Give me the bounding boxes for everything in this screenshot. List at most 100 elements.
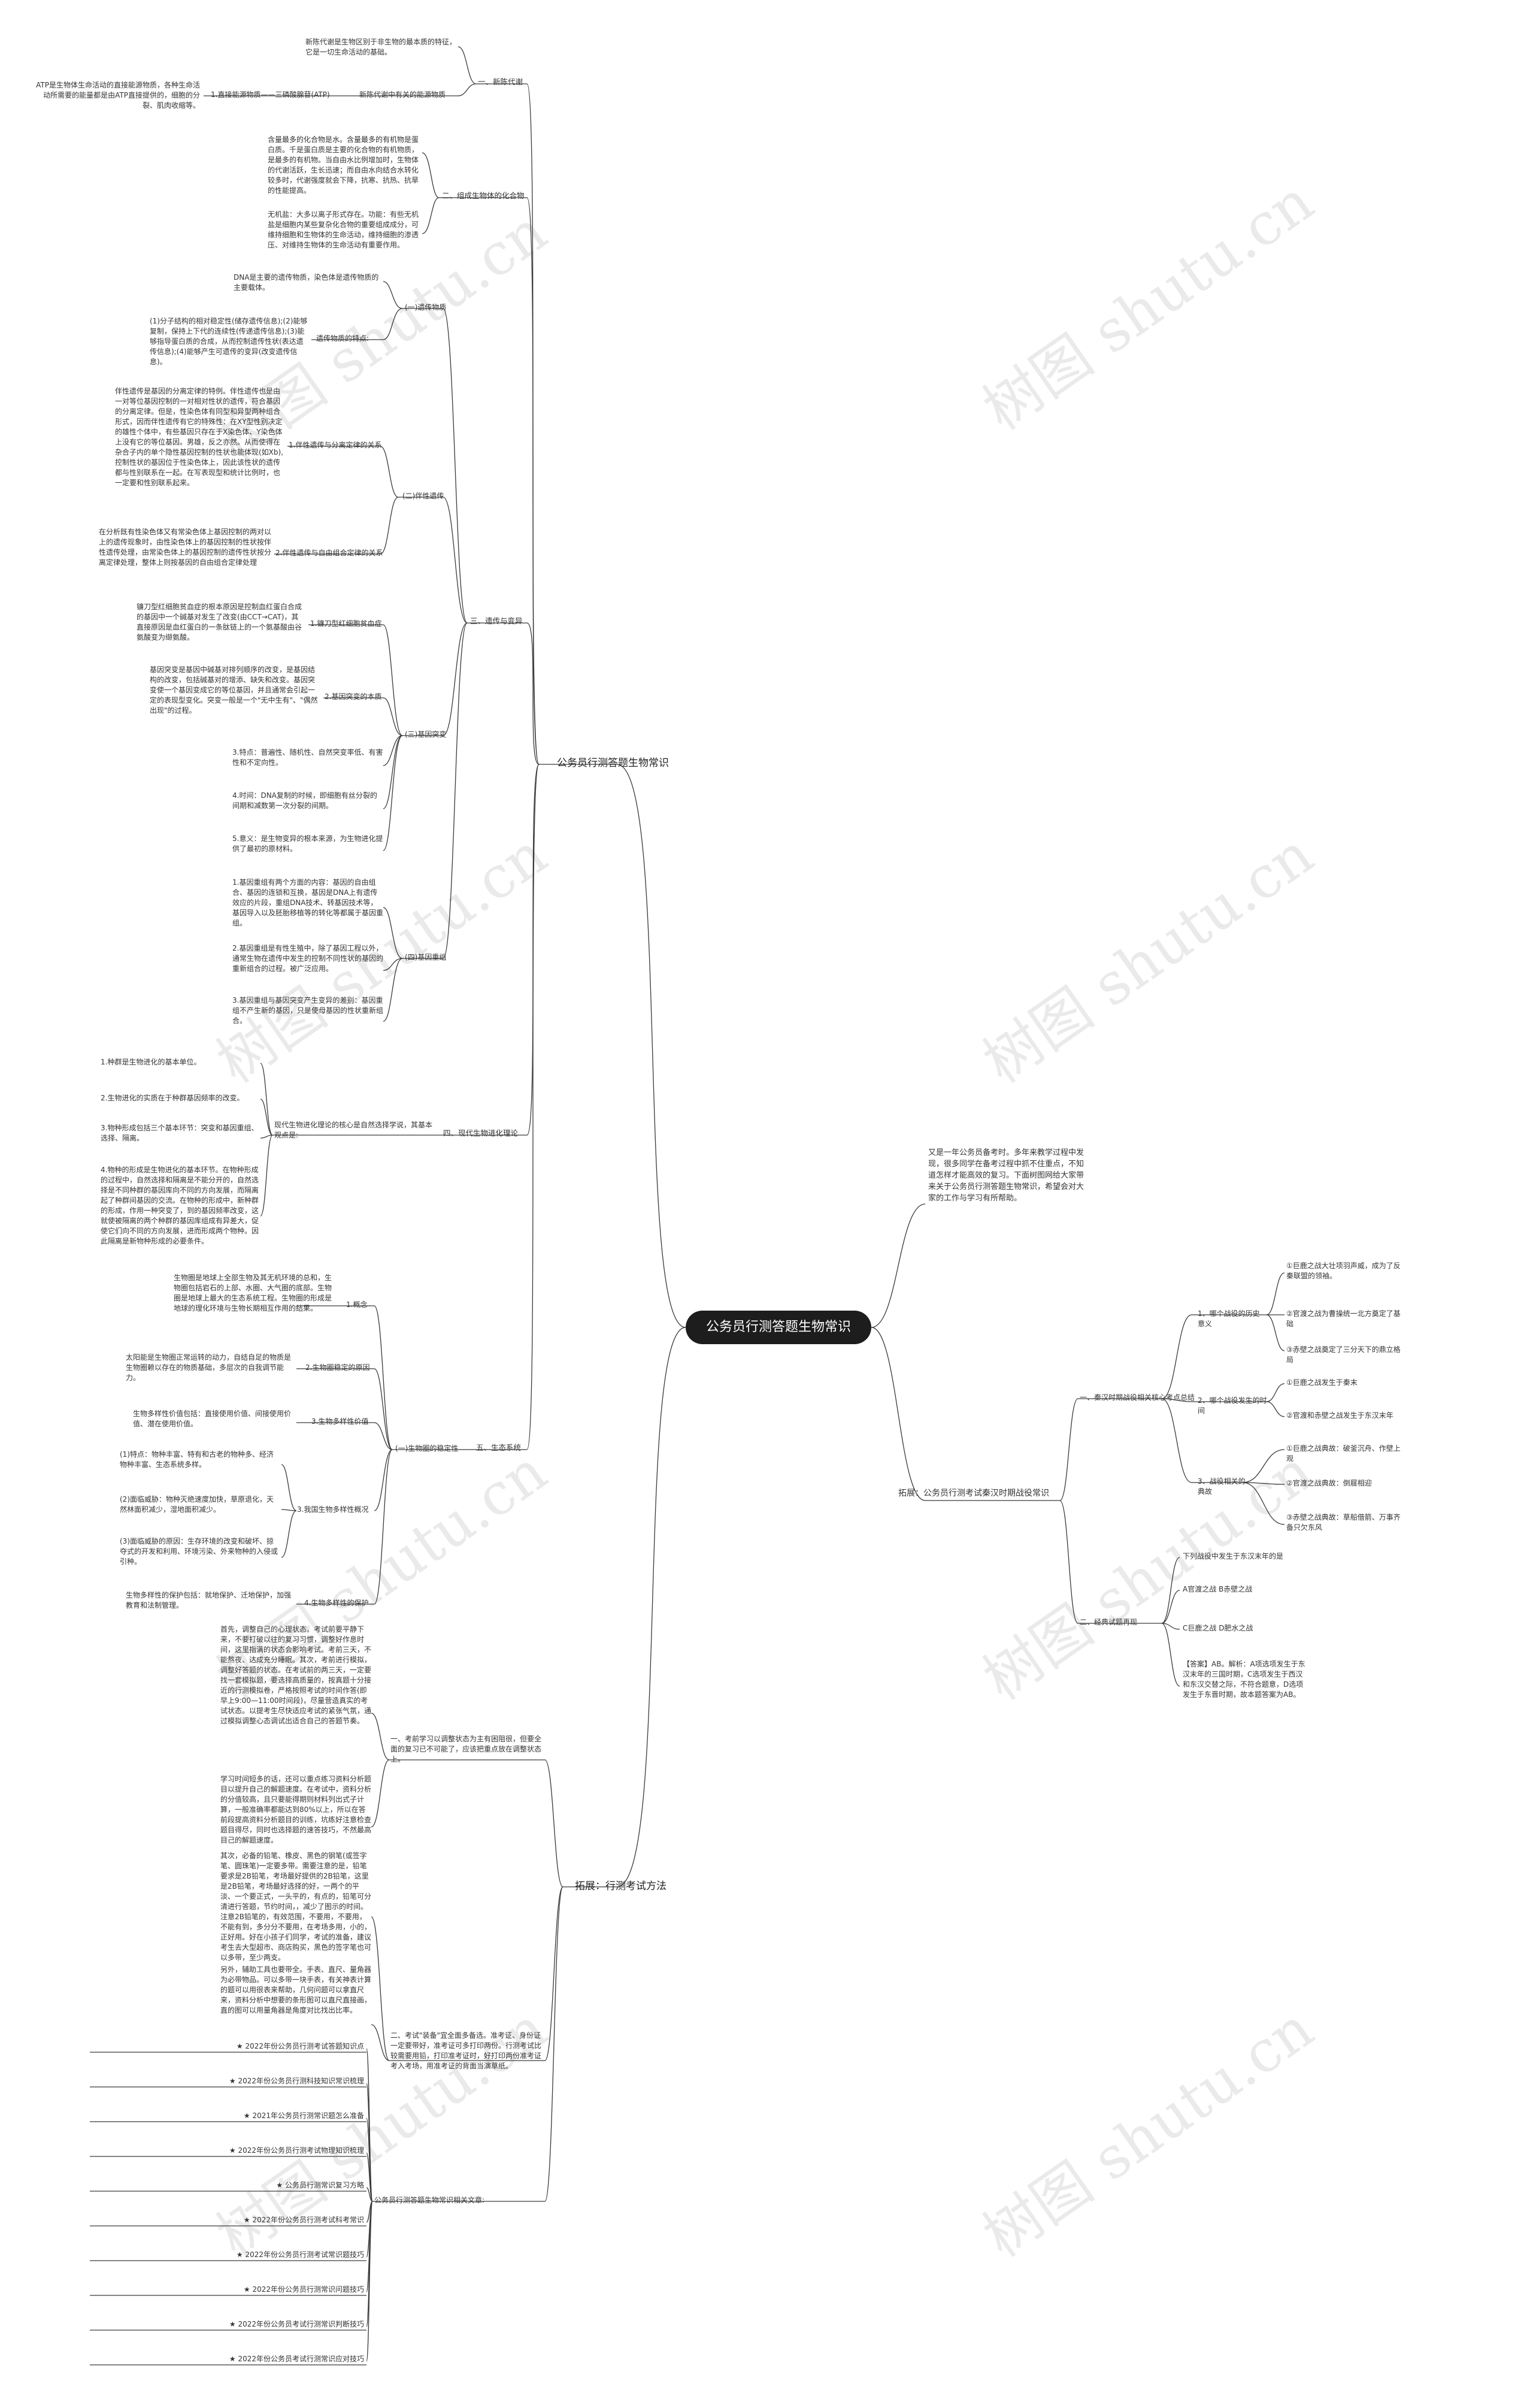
note-china-threats: (2)面临威胁：物种灭绝速度加快，草原退化，天然林面积减少，湿地面积减少。 [120,1495,274,1514]
edge [366,2201,373,2362]
edge [1266,1401,1285,1417]
note-evolution-4: 4.物种的形成是生物进化的基本环节。在物种形成的过程中，自然选择和隔离是不能分开… [101,1166,259,1245]
branch-exam-methods[interactable]: 拓展：行测考试方法 [575,1880,666,1892]
note-auxiliary-tools: 另外，辅助工具也要带全。手表、直尺、量角器为必带物品。可以多带一块手表，有关神表… [220,1965,372,2014]
branch-qin-han-battles[interactable]: 拓展：公务员行测考试秦汉时期战役常识 [898,1489,1049,1498]
note-evolution-3: 3.物种形成包括三个基本环节：突变和基因重组、选择、隔离。 [101,1124,259,1142]
edge [371,1759,390,1828]
edge [1161,1314,1192,1399]
related-article-item[interactable]: ★ 2022年份公务员行测考试答题知识点 [236,2042,364,2050]
edge [371,2024,390,2061]
note-recombination-difference: 3.基因重组与基因突变产生变异的差别：基因重组不产生新的基因，只是使母基因的性状… [232,996,384,1025]
related-article-item[interactable]: ★ 2022年份公务员行测科技知识常识梳理 [229,2077,364,2085]
edge [616,764,686,1328]
edge [422,152,440,198]
topic-metabolism[interactable]: 一、新陈代谢 [478,77,523,86]
note-sickle-cell-detail: 镰刀型红细胞贫血症的根本原因是控制血红蛋白合成的基因中一个碱基对发生了改变(由C… [137,603,302,642]
group-genetic-material[interactable]: (一)遗传物质 [405,303,447,311]
answer-time-1: ①巨鹿之战发生于秦末 [1286,1378,1358,1387]
group-biosphere-stability[interactable]: (一)生物圈的稳定性 [395,1444,459,1453]
related-article-item[interactable]: ★ 2022年份公务员考试行测常识应对技巧 [229,2355,364,2363]
note-china-threat-reasons: (3)面临威胁的原因：生存环境的改变和破坏、掠夺式的开发和利用、环境污染、外来物… [120,1537,278,1566]
topic-ecosystem[interactable]: 五、生态系统 [476,1443,522,1452]
note-energy-substance: 新陈代谢中有关的能源物质 [359,90,446,99]
root-topic[interactable]: 公务员行测答题生物常识 [686,1311,871,1344]
edge [871,1203,926,1328]
edge [383,735,403,851]
answer-allusion-2: ②官渡之战典故：倒屣相迎 [1286,1479,1372,1487]
branch-biology-knowledge[interactable]: 公务员行测答题生物常识 [557,757,669,769]
edge [443,308,468,624]
note-sex-linked-combination-detail: 在分析既有性染色体又有常染色体上基因控制的两对以上的遗传现象时，由性染色体上的基… [99,528,272,567]
related-article-item[interactable]: ★ 2021年公务员行测常识题怎么准备 [243,2111,364,2120]
edge [871,1327,926,1501]
note-dna: DNA是主要的遗传物质，染色体是遗传物质的主要载体。 [234,273,379,292]
edge [281,1464,297,1511]
edge [374,1368,393,1450]
note-biodiversity-value: 3.生物多样性价值 [311,1417,369,1426]
edge [1266,1383,1285,1402]
related-article-item[interactable]: ★ 2022年份公务员行测考试科考常识 [243,2216,364,2224]
edge [383,624,403,736]
edge [383,697,403,736]
question-option-ab: A官渡之战 B赤壁之战 [1183,1585,1253,1593]
edge [374,1422,393,1450]
note-concept: 1.概念 [346,1300,368,1309]
edge [374,1449,393,1605]
edge [1266,1314,1285,1351]
edge [366,2187,373,2202]
topic-core-points[interactable]: 一、秦汉时期战役相关核心考点总结 [1080,1393,1195,1402]
edge [380,446,399,498]
related-article-item[interactable]: ★ 2022年份公务员行测考试常识题技巧 [236,2250,364,2259]
edge [1242,1482,1285,1525]
related-article-item[interactable]: ★ 2022年份公务员考试行测常识判断技巧 [229,2320,364,2328]
note-evolution-2: 2.生物进化的实质在于种群基因频率的改变。 [101,1094,244,1102]
note-inorganic-salt: 无机盐：大多以离子形式存在。功能：有些无机盐是细胞内某些复杂化合物的重要组成成分… [268,210,419,249]
group-gene-recombination[interactable]: (四)基因重组 [405,953,447,961]
answer-significance-2: ②官渡之战为曹操统一北方奠定了基础 [1286,1309,1401,1328]
note-atp: 1.直接能源物质——三磷酸腺苷(ATP) [211,90,330,99]
topic-compounds[interactable]: 二、组成生物体的化合物 [442,191,525,200]
topic-related-articles[interactable]: 公务员行测答题生物常识相关文章: [374,2196,485,2204]
note-biodiversity-value-detail: 生物多样性价值包括：直接使用价值、间接使用价值、潜在使用价值。 [133,1409,292,1428]
answer-significance-3: ③赤壁之战奠定了三分天下的鼎立格局 [1286,1345,1401,1364]
topic-classic-question[interactable]: 二、经典试题再现 [1080,1618,1138,1626]
topic-heredity-variation[interactable]: 三、遗传与变异 [470,616,523,625]
edge [1059,1398,1078,1501]
topic-evolution-theory[interactable]: 四、现代生物进化理论 [443,1129,519,1138]
question-time[interactable]: 2、哪个战役发生的时间 [1198,1396,1267,1415]
topic-exam-equipment[interactable]: 二、考试"装备"宜全面多备选。准考证、身份证一定要带好，准考证可多打印两份。行测… [390,2031,542,2070]
intro-text: 又是一年公务员备考时。多年来教学过程中发现，很多同学在备考过程中抓不住重点，不知… [928,1148,1084,1203]
edge [1242,1449,1285,1483]
answer-allusion-1: ①巨鹿之战典故：破釜沉舟、作壁上观 [1286,1444,1401,1463]
edge [616,1327,686,1887]
note-sex-linked-separation: 1.伴性遗传与分离定律的关系 [289,441,382,449]
group-gene-mutation[interactable]: (三)基因突变 [405,730,447,739]
note-biodiversity-protection: 4.生物多样性的保护 [304,1599,369,1607]
group-sex-linked[interactable]: (二)伴性遗传 [402,492,444,500]
edge [1161,1398,1192,1402]
edge [383,735,403,766]
note-mutation-features: 3.特点：普遍性、随机性、自然突变率低、有害性和不定向性。 [232,748,383,767]
note-evolution-1: 1.种群是生物进化的基本单位。 [101,1058,201,1066]
edge [383,958,403,1022]
note-china-features: (1)特点：物种丰富、特有和古老的物种多、经济物种丰富、生态系统多样。 [120,1450,274,1469]
related-article-item[interactable]: ★ 2022年份公务员行测考试物理知识梳理 [229,2146,364,2155]
note-data-analysis-practice: 学习时间短多的话，还可以重点练习资料分析题目以提升自己的解题速度。在考试中，资料… [220,1775,372,1844]
related-article-item[interactable]: ★ 2022年份公务员行测常识问题技巧 [243,2285,364,2294]
edge [1059,1500,1078,1624]
edge [371,1916,390,2061]
related-article-item[interactable]: ★ 公务员行测常识复习方略 [276,2181,364,2189]
question-significance[interactable]: 1、哪个战役的历史意义 [1198,1309,1260,1328]
note-evolution-core: 现代生物进化理论的核心是自然选择学说，其基本观点是: [274,1121,433,1139]
note-atp-detail: ATP是生物体生命活动的直接能源物质，各种生命活动所需要的能量都是由ATP直接提… [36,81,200,110]
edge [260,1135,273,1139]
note-concept-detail: 生物圈是地球上全部生物及其无机环境的总和，生物圈包括岩石的上部、水圈、大气圈的底… [174,1273,332,1312]
note-mutation-essence: 2.基因突变的本质 [325,692,382,701]
edge [422,197,440,234]
topic-pre-exam-state[interactable]: 一、考前学习以调整状态为主有困阻很，但要全面的复习已不可能了，应该把重点放在调整… [390,1735,542,1763]
edge [1161,1398,1192,1483]
question-allusions[interactable]: 3、战役相关的典故 [1198,1477,1246,1496]
edge [383,308,403,340]
